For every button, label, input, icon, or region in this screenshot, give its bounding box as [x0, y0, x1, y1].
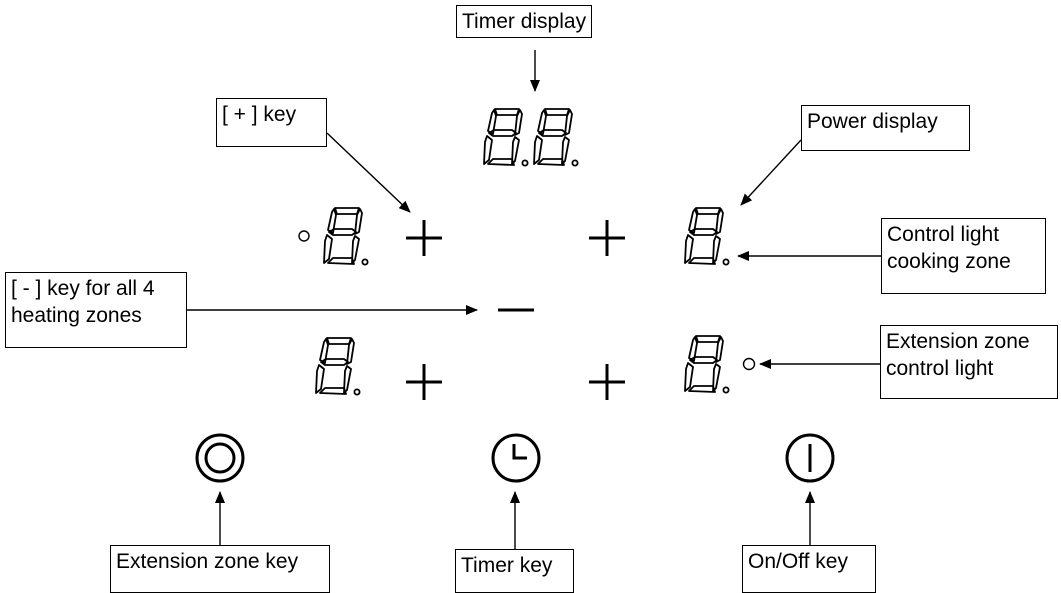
timer-key[interactable] [491, 433, 541, 483]
extension-light-right [742, 357, 756, 371]
plus-key-front-left[interactable] [406, 220, 442, 256]
timer-display-label: Timer display [456, 5, 593, 38]
zone-display-rear-right [684, 335, 730, 394]
on-off-key[interactable] [785, 433, 835, 483]
zone-display-rear-left [315, 337, 361, 396]
onoff-key-label: On/Off key [742, 545, 876, 593]
control-light-label-line2: cooking zone [887, 250, 1011, 273]
plus-icon [589, 220, 625, 256]
plus-key-label: [ + ] key [216, 98, 327, 147]
arrow-plus-key [326, 132, 411, 213]
timer-key-label: Timer key [455, 549, 574, 593]
timer-digit-1 [483, 108, 529, 167]
extension-light-label: Extension zone control light [880, 325, 1058, 399]
extension-light-label-line2: control light [886, 357, 994, 380]
control-light-label-line1: Control light [887, 223, 1000, 246]
plus-icon [406, 220, 442, 256]
minus-key-label: [ - ] key for all 4 heating zones [5, 272, 187, 348]
zone-display-front-left [323, 207, 369, 266]
extension-light-label-line1: Extension zone [886, 330, 1030, 353]
clock-icon [491, 433, 541, 483]
arrow-power-display [740, 139, 802, 206]
extension-light-left [298, 230, 310, 242]
zone-display-front-right [684, 207, 730, 266]
power-display-label: Power display [801, 105, 970, 151]
on-off-icon [785, 433, 835, 483]
minus-key-label-line2: heating zones [11, 304, 142, 327]
timer-digit-2 [533, 108, 579, 167]
plus-icon [589, 364, 625, 400]
plus-key-rear-left[interactable] [406, 364, 442, 400]
minus-key-label-line1: [ - ] key for all 4 [11, 277, 155, 300]
extension-zone-key[interactable] [195, 433, 245, 483]
double-circle-icon [195, 433, 245, 483]
extension-key-label: Extension zone key [110, 545, 330, 593]
plus-icon [406, 364, 442, 400]
control-light-label: Control light cooking zone [881, 218, 1046, 294]
plus-key-rear-right[interactable] [589, 364, 625, 400]
plus-key-front-right[interactable] [589, 220, 625, 256]
